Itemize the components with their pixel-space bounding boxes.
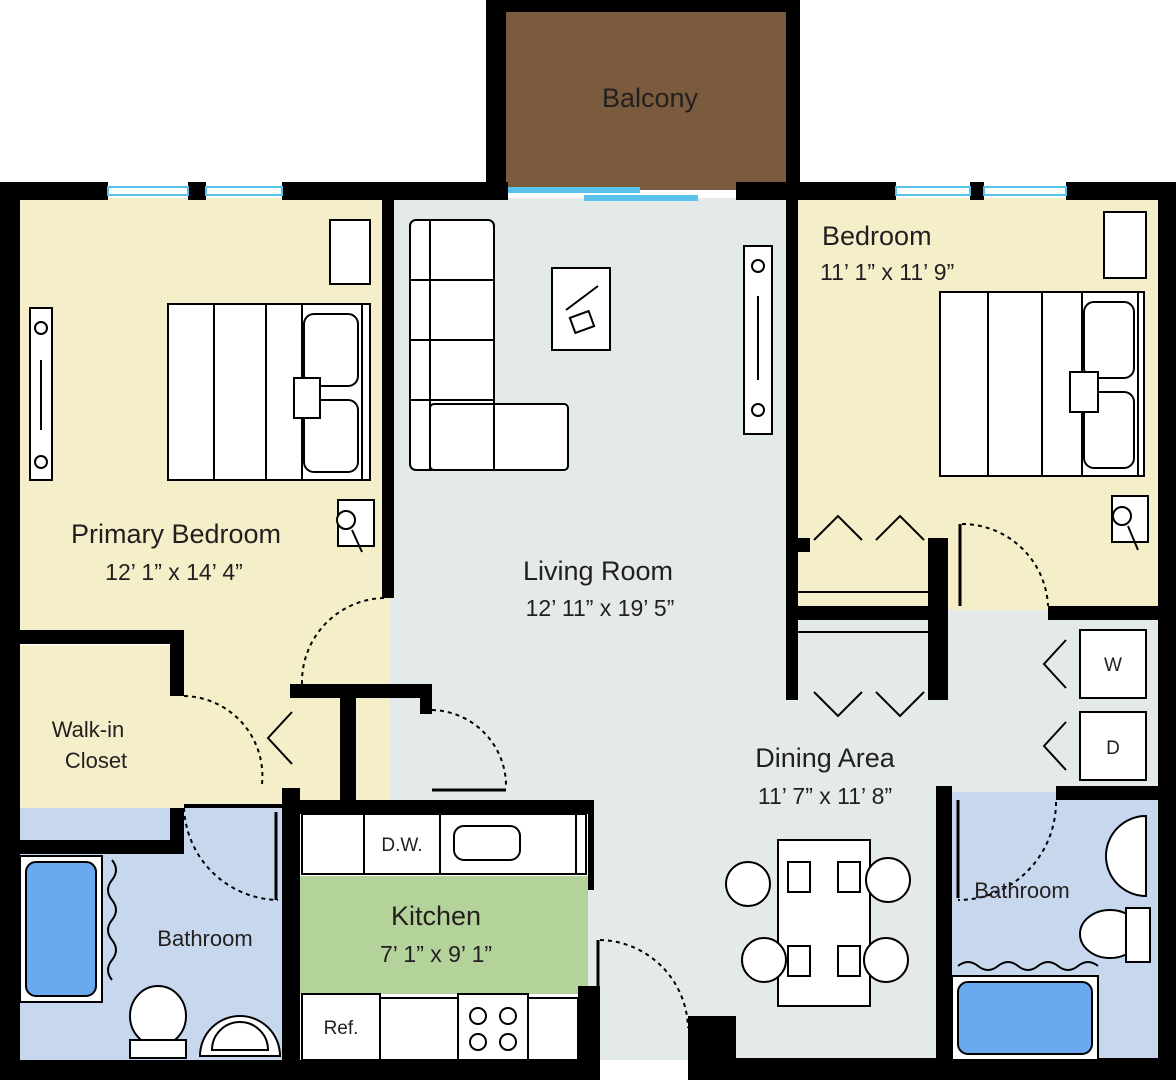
window-bedroom-1 bbox=[895, 186, 971, 196]
doors bbox=[183, 514, 1067, 1029]
nightstand-icon-right bbox=[1103, 211, 1149, 551]
closet-label-1: Walk-in bbox=[52, 717, 125, 742]
dishwasher bbox=[363, 813, 441, 875]
sink-icon-right bbox=[1105, 814, 1147, 898]
stove-icon bbox=[457, 993, 529, 1061]
sofa-icon bbox=[409, 219, 569, 471]
nightstand-icon bbox=[329, 219, 375, 553]
tv-icon bbox=[29, 307, 53, 481]
toilet-icon-right bbox=[1079, 907, 1151, 963]
door-kitchen-hall bbox=[431, 709, 508, 789]
laundry bbox=[1079, 629, 1147, 781]
door-closet bbox=[183, 695, 264, 785]
primary-bedroom-label: Primary Bedroom bbox=[71, 519, 281, 549]
bedroom-label: Bedroom bbox=[822, 221, 932, 251]
closet-label-2: Closet bbox=[65, 748, 127, 773]
window-balcony-2 bbox=[584, 195, 698, 201]
bed-icon bbox=[167, 303, 371, 481]
media-console-icon bbox=[743, 245, 773, 435]
door-closet-fold bbox=[266, 711, 293, 765]
kitchen-fixtures bbox=[301, 813, 587, 1061]
primary-hall-floor bbox=[170, 638, 390, 808]
dining-table-icon bbox=[725, 839, 911, 1007]
toilet-icon bbox=[129, 985, 187, 1059]
washer bbox=[1079, 629, 1147, 699]
window-bedroom-2 bbox=[983, 186, 1067, 196]
dining-area-label: Dining Area bbox=[755, 743, 896, 773]
living-room-label: Living Room bbox=[523, 556, 673, 586]
living-room-dims: 12’ 11” x 19’ 5” bbox=[526, 595, 675, 621]
kitchen-label: Kitchen bbox=[391, 901, 481, 931]
window-primary-1 bbox=[107, 186, 189, 196]
washer-label: W bbox=[1104, 655, 1122, 676]
balcony-floor bbox=[506, 12, 786, 190]
door-entry bbox=[599, 939, 689, 1029]
bed-icon-right bbox=[939, 291, 1145, 477]
refrigerator bbox=[301, 993, 381, 1061]
kitchen-dims: 7’ 1” x 9’ 1” bbox=[380, 941, 492, 967]
bathroom-left-fixtures bbox=[19, 855, 282, 1059]
windows bbox=[107, 186, 1067, 201]
door-primary-bedroom bbox=[300, 597, 385, 685]
window-balcony-1 bbox=[508, 187, 640, 193]
dining-area-dims: 11’ 7” x 11’ 8” bbox=[758, 783, 892, 809]
bedroom-dims: 11’ 1” x 11’ 9” bbox=[820, 259, 954, 285]
kitchen-accent-floor bbox=[300, 876, 588, 994]
sink-icon-left bbox=[198, 1015, 282, 1057]
dishwasher-label: D.W. bbox=[381, 835, 422, 856]
primary-bedroom-dims: 12’ 1” x 14’ 4” bbox=[105, 559, 243, 585]
dryer-label: D bbox=[1106, 738, 1120, 759]
bathroom-left-label: Bathroom bbox=[157, 926, 252, 951]
bathroom-right-label: Bathroom bbox=[974, 878, 1069, 903]
dryer bbox=[1079, 711, 1147, 781]
coffee-table-icon bbox=[551, 267, 611, 351]
door-bathroom-left bbox=[183, 807, 279, 901]
bathroom-right-fixtures bbox=[951, 814, 1151, 1061]
balcony-label: Balcony bbox=[602, 83, 699, 113]
refrigerator-label: Ref. bbox=[324, 1018, 359, 1039]
window-primary-2 bbox=[205, 186, 283, 196]
door-bedroom-right bbox=[961, 522, 1049, 607]
sink-icon bbox=[453, 825, 521, 861]
labels: Balcony Primary Bedroom 12’ 1” x 14’ 4” … bbox=[52, 83, 1122, 1039]
